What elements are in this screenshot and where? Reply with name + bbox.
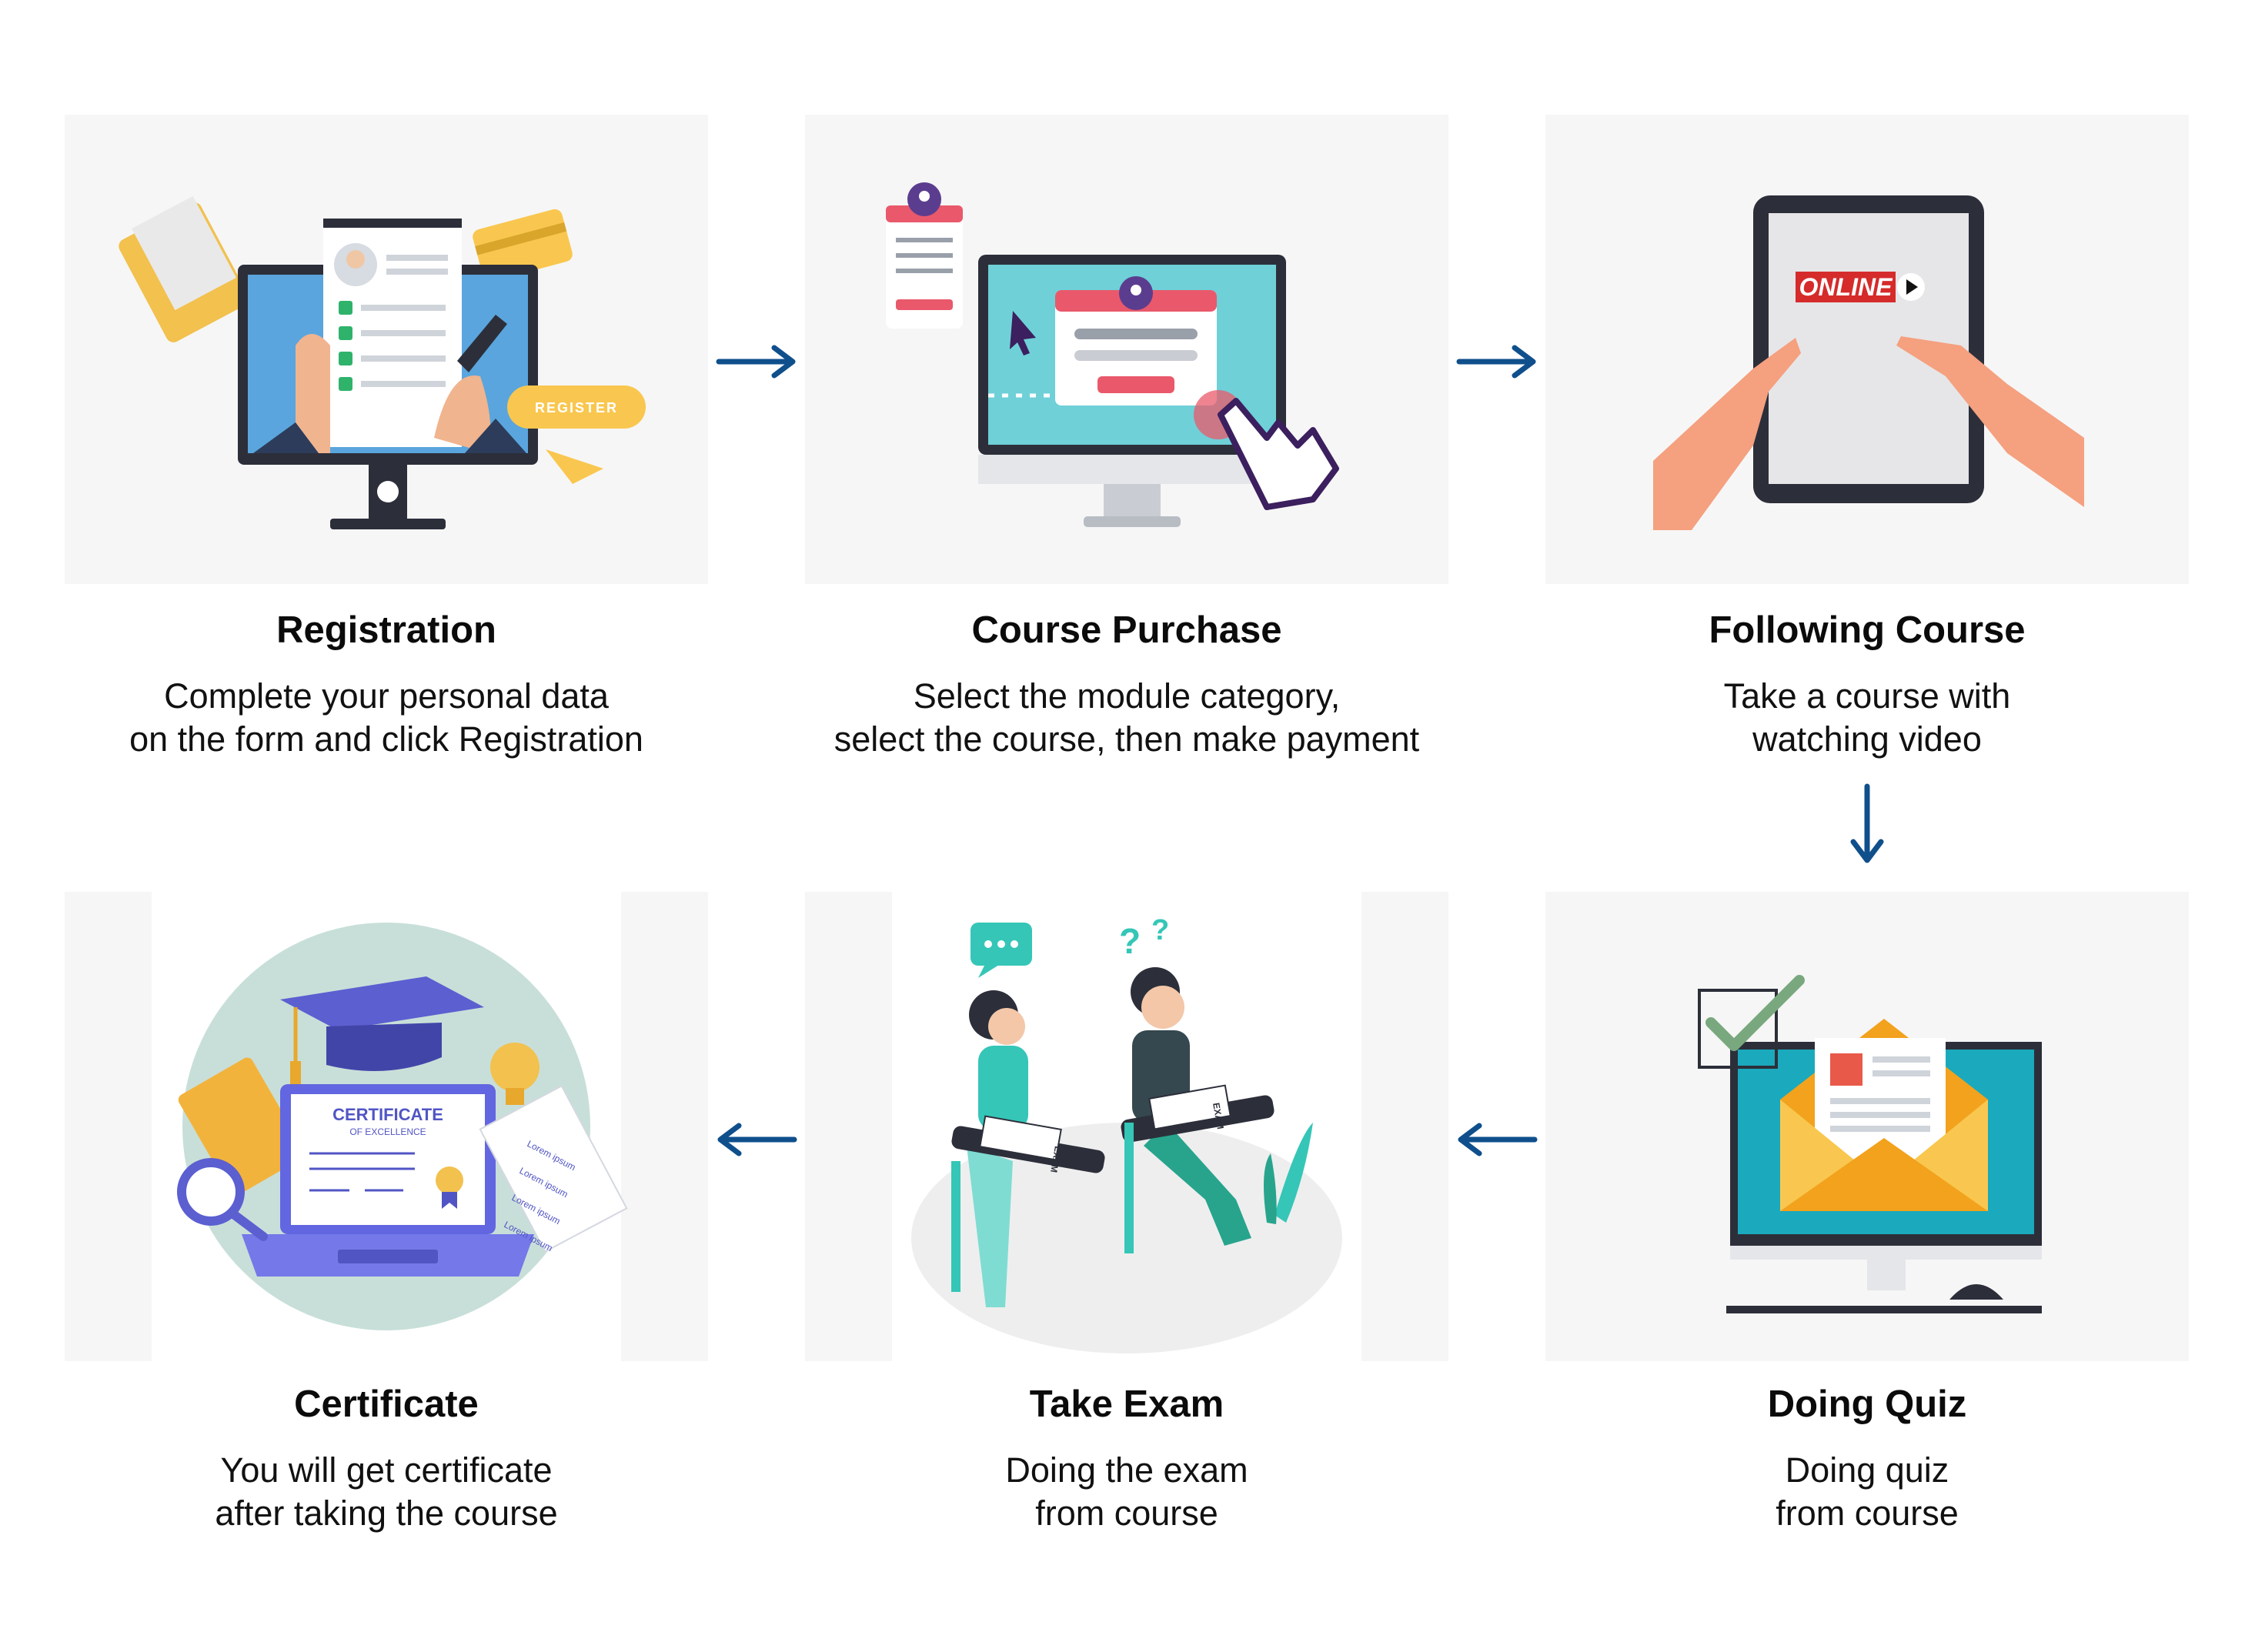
following-course-card: ONLINE: [1545, 115, 2189, 584]
register-badge: REGISTER: [507, 385, 646, 484]
registration-card: REGISTER: [65, 115, 708, 584]
arrow-left-icon: [1456, 1123, 1538, 1156]
student-girl: EXAM: [951, 990, 1105, 1307]
lightbulb-icon: [490, 1043, 540, 1105]
online-course-illustration: ONLINE: [1545, 115, 2189, 584]
registration-illustration: REGISTER: [65, 115, 708, 584]
take-exam-card: ? ? EXAM EXAM: [805, 892, 1448, 1361]
login-window: [1055, 276, 1217, 405]
hand-pointer-icon: [1194, 390, 1339, 510]
magnifier-icon: [177, 1158, 268, 1241]
svg-text:?: ?: [1119, 921, 1141, 961]
svg-text:REGISTER: REGISTER: [535, 400, 618, 416]
cursor-icon: [1010, 311, 1036, 355]
certificate-title: Certificate: [294, 1383, 479, 1425]
purchase-illustration: [805, 115, 1448, 584]
papers: Lorem ipsum Lorem ipsum Lorem ipsum Lore…: [479, 1085, 628, 1253]
student-boy: EXAM: [1121, 967, 1275, 1253]
following-course-title: Following Course: [1709, 609, 2026, 651]
course-purchase-description: Select the module category, select the c…: [834, 676, 1420, 759]
course-purchase-card: [805, 115, 1448, 584]
folder-icon: [178, 1057, 306, 1196]
certificate-description: You will get certificate after taking th…: [215, 1450, 558, 1533]
certificate-card: CERTIFICATE OF EXCELLENCE: [65, 892, 708, 1361]
arrow-right-icon: [716, 345, 797, 379]
svg-text:EXAM: EXAM: [1048, 1145, 1064, 1173]
form-document: [323, 219, 462, 447]
following-course-description: Take a course with watching video: [1723, 676, 2011, 759]
exam-illustration: ? ? EXAM EXAM: [805, 892, 1448, 1361]
doing-quiz-title: Doing Quiz: [1767, 1383, 1967, 1425]
quiz-illustration: [1545, 892, 2189, 1361]
registration-title: Registration: [276, 609, 496, 651]
folder-icon: [119, 195, 249, 342]
doing-quiz-description: Doing quiz from course: [1776, 1450, 1959, 1533]
plant-icon: [1264, 1123, 1313, 1224]
registration-description: Complete your personal data on the form …: [129, 676, 643, 759]
speech-bubble-icon: [970, 923, 1032, 978]
arrow-right-icon: [1456, 345, 1538, 379]
svg-text:EXAM: EXAM: [1211, 1102, 1226, 1130]
svg-text:CERTIFICATE: CERTIFICATE: [332, 1105, 443, 1124]
svg-text:?: ?: [1151, 914, 1169, 946]
hands: [1653, 336, 2084, 530]
keyboard-icon: [1726, 1306, 2042, 1313]
certificate-illustration: CERTIFICATE OF EXCELLENCE: [65, 892, 708, 1361]
laptop-icon: CERTIFICATE OF EXCELLENCE: [242, 1084, 534, 1277]
take-exam-description: Doing the exam from course: [1005, 1450, 1248, 1533]
svg-text:OF EXCELLENCE: OF EXCELLENCE: [349, 1126, 426, 1137]
graduation-cap-icon: [280, 976, 484, 1092]
hands: [253, 315, 526, 453]
online-badge: ONLINE: [1796, 272, 1925, 302]
take-exam-title: Take Exam: [1029, 1383, 1224, 1425]
doing-quiz-card: [1545, 892, 2189, 1361]
arrow-down-icon: [1850, 783, 1884, 865]
profile-card: [886, 182, 963, 329]
svg-text:ONLINE: ONLINE: [1799, 273, 1894, 301]
checkbox-icon: [1698, 975, 1805, 1069]
arrow-left-icon: [716, 1123, 797, 1156]
course-purchase-title: Course Purchase: [971, 609, 1282, 651]
envelope-icon: [1780, 1019, 1988, 1211]
mouse-icon: [1949, 1284, 2003, 1300]
question-marks: ? ?: [1119, 914, 1169, 961]
credit-card-icon: [473, 209, 573, 282]
